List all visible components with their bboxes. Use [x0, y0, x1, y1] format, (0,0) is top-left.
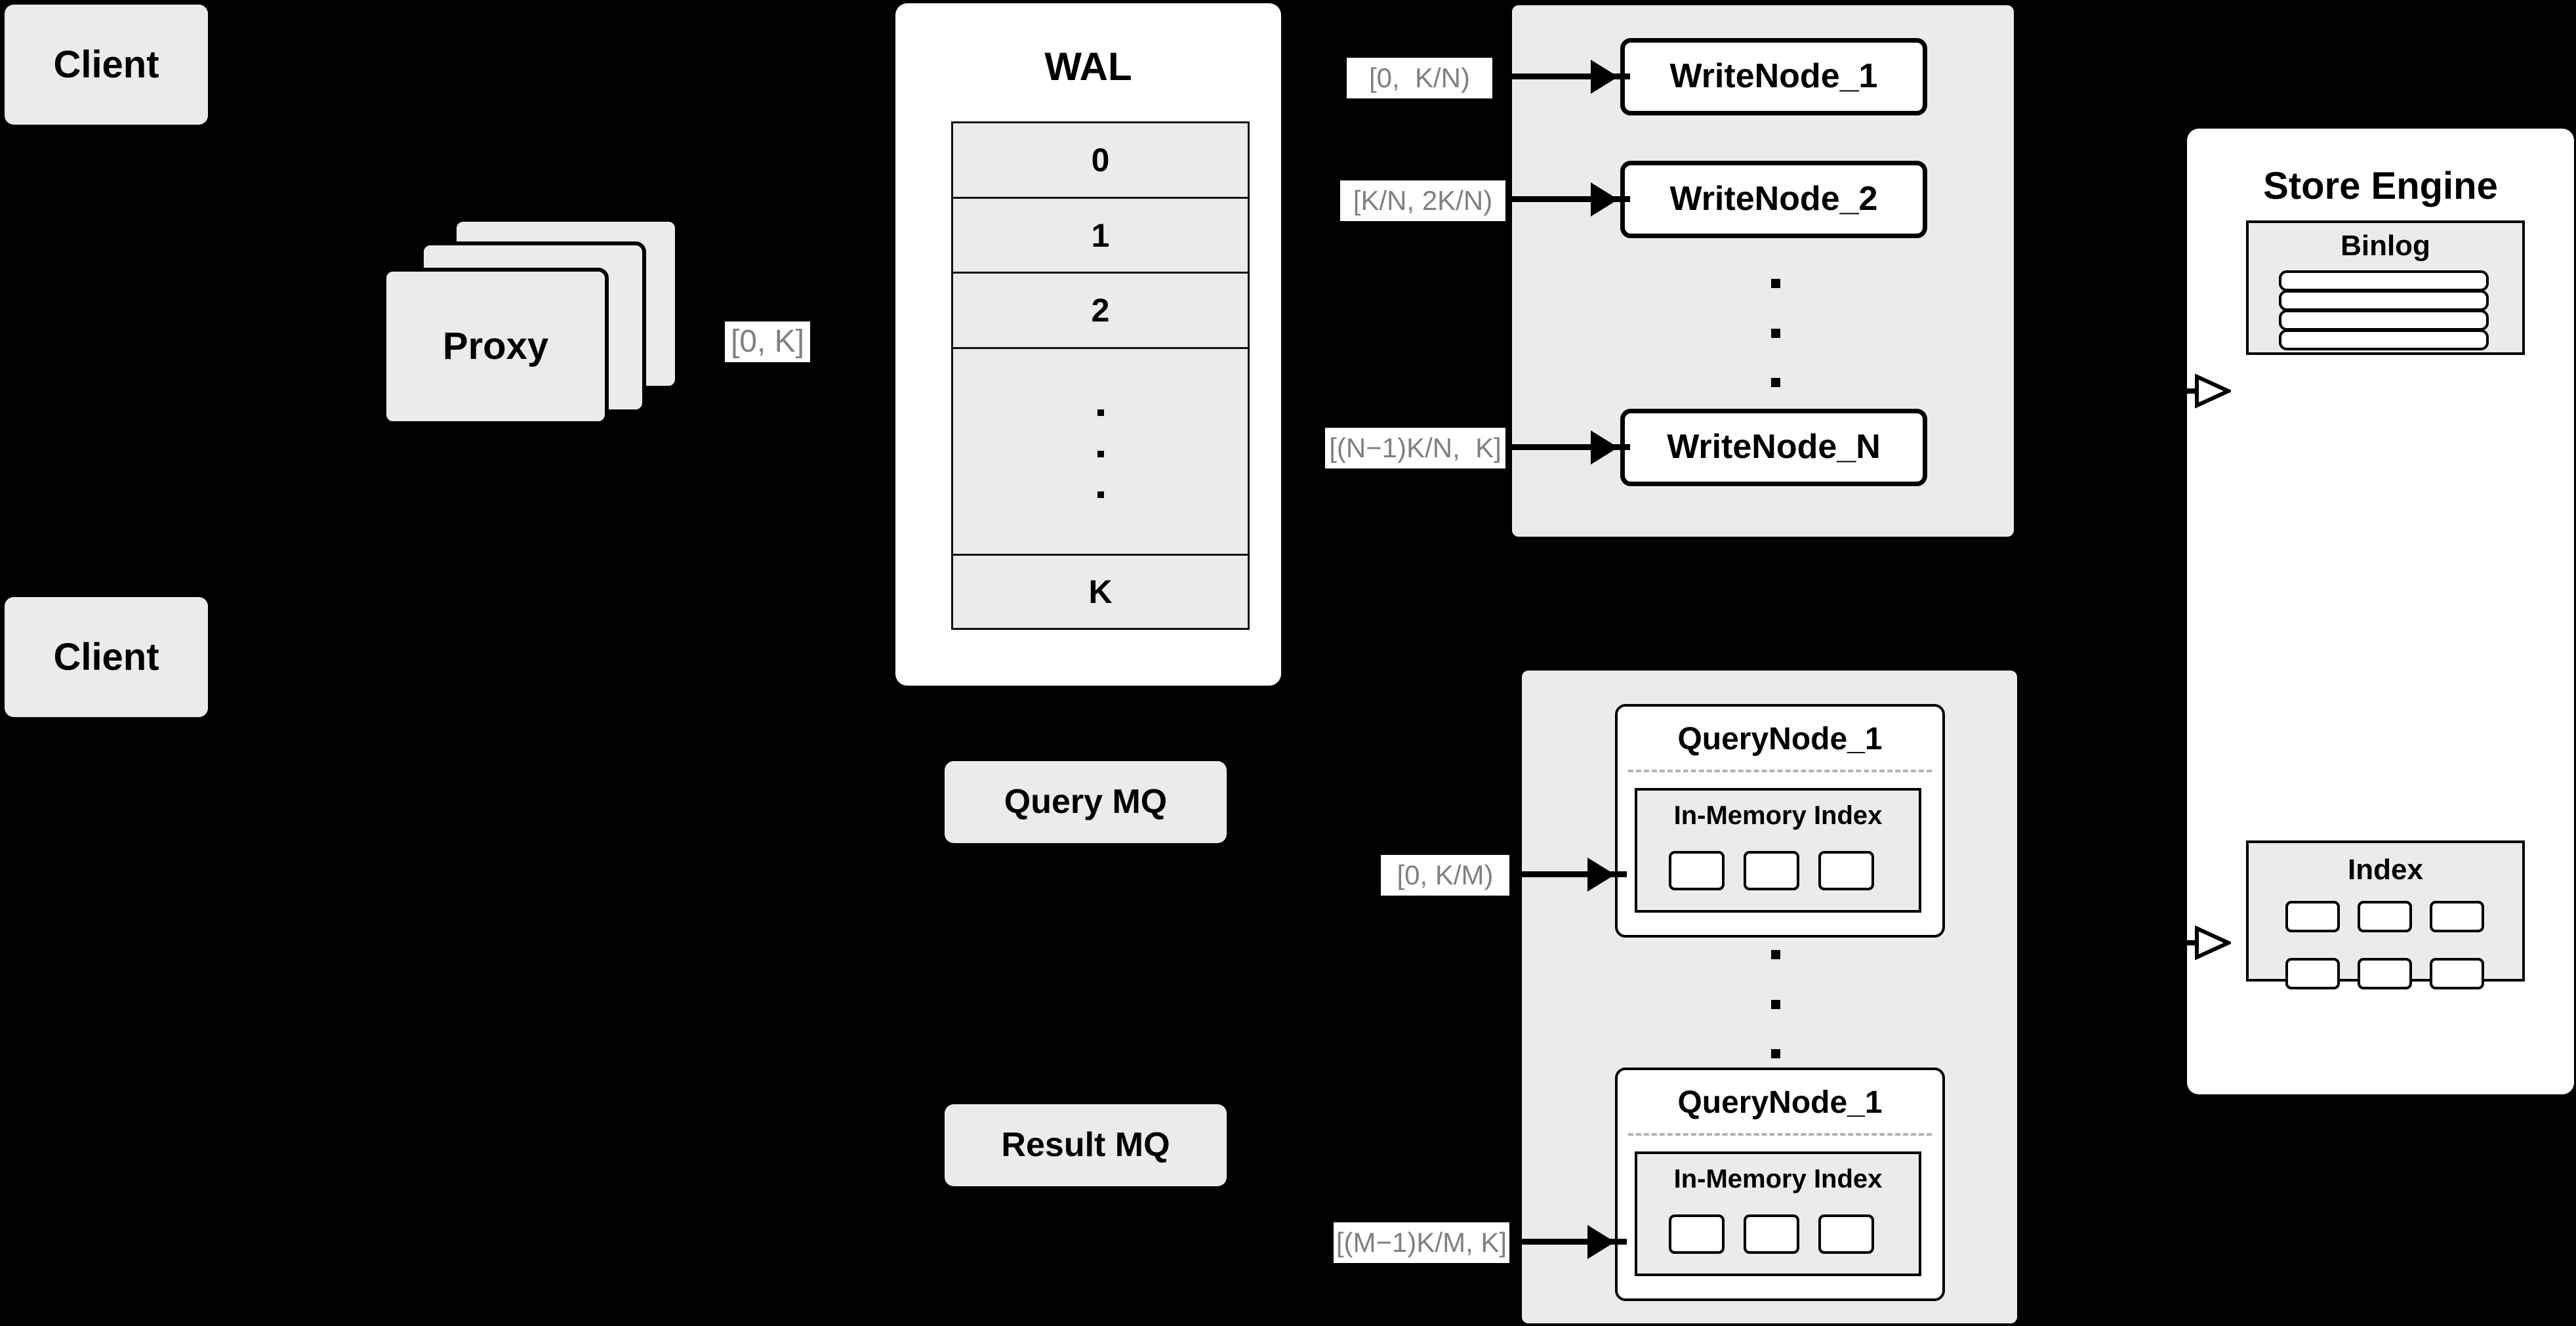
write-node-1-range-label: [0, K/N): [1347, 58, 1492, 98]
index-chip[interactable]: [1669, 851, 1725, 890]
binlog-row[interactable]: [2279, 329, 2489, 350]
query-node-1-arrow-head: [1587, 858, 1615, 892]
index-chip[interactable]: [1744, 1214, 1799, 1254]
binlog-row[interactable]: [2279, 270, 2489, 291]
write-node-2[interactable]: WriteNode_2: [1620, 161, 1927, 238]
wal-row[interactable]: 2: [953, 274, 1248, 350]
index-chip[interactable]: [2430, 958, 2484, 989]
index-chip[interactable]: [1669, 1214, 1725, 1254]
write-node-n-range-label: [(N−1)K/N, K]: [1325, 428, 1505, 468]
query-node-1[interactable]: QueryNode_1 In-Memory Index: [1615, 704, 1945, 938]
write-node-1-arrow-line: [1505, 73, 1630, 79]
query-node-1-range-label: [0, K/M): [1381, 855, 1509, 896]
in-memory-index-panel: In-Memory Index: [1635, 1151, 1921, 1276]
index-chip[interactable]: [1744, 851, 1799, 890]
query-cluster-ellipsis-icon: [1771, 950, 1780, 1058]
write-node-label: WriteNode_1: [1669, 57, 1878, 96]
write-node-2-arrow-head: [1591, 182, 1618, 217]
binlog-arrow-line: [2131, 388, 2208, 394]
index-chip[interactable]: [2285, 901, 2340, 932]
binlog-title: Binlog: [2341, 230, 2430, 262]
wal-row[interactable]: 0: [953, 123, 1248, 199]
wal-row[interactable]: 1: [953, 199, 1248, 274]
result-mq-box[interactable]: Result MQ: [945, 1104, 1227, 1186]
write-node-n-arrow-head: [1591, 430, 1618, 465]
index-arrow-line: [2131, 940, 2208, 945]
query-node-2-range-label: [(M−1)K/M, K]: [1334, 1222, 1509, 1263]
write-node-2-arrow-line: [1505, 196, 1630, 202]
wal-row[interactable]: K: [1088, 573, 1113, 611]
index-chip[interactable]: [1818, 851, 1874, 890]
write-cluster-ellipsis-icon: [1771, 279, 1780, 387]
vertical-ellipsis-icon: [1097, 409, 1104, 499]
query-node-2-arrow-line: [1515, 1239, 1627, 1245]
write-node-label: WriteNode_N: [1667, 428, 1881, 466]
index-arrow-head-icon: [2195, 925, 2231, 961]
binlog-panel: Binlog: [2246, 220, 2525, 355]
client-box-2[interactable]: Client: [5, 597, 208, 717]
wal-row-ellipsis: [953, 349, 1248, 556]
wal-table: 0 1 2 K: [951, 121, 1250, 630]
query-node-2-arrow-head: [1587, 1225, 1615, 1259]
write-node-1-arrow-head: [1591, 60, 1618, 94]
result-mq-label: Result MQ: [1001, 1125, 1170, 1164]
query-node-divider: [1628, 770, 1932, 772]
query-node-1-arrow-line: [1515, 871, 1627, 877]
store-engine-title: Store Engine: [2263, 165, 2498, 207]
query-node-divider: [1628, 1133, 1932, 1136]
write-node-n-arrow-line: [1505, 444, 1630, 450]
query-mq-label: Query MQ: [1004, 782, 1168, 821]
client-label: Client: [53, 635, 159, 678]
query-node-label: QueryNode_1: [1677, 1085, 1883, 1120]
client-box-1[interactable]: Client: [5, 5, 208, 125]
in-memory-index-title: In-Memory Index: [1673, 1165, 1883, 1193]
index-chip[interactable]: [2430, 901, 2484, 932]
index-chip[interactable]: [2285, 958, 2340, 989]
binlog-row[interactable]: [2279, 310, 2489, 331]
in-memory-index-panel: In-Memory Index: [1635, 788, 1921, 913]
index-title: Index: [2348, 854, 2423, 886]
proxy-range-label: [0, K]: [725, 321, 810, 362]
store-engine-panel: Store Engine Binlog Index: [2187, 129, 2574, 1094]
binlog-row[interactable]: [2279, 290, 2489, 311]
proxy-box[interactable]: Proxy: [382, 268, 609, 425]
proxy-label: Proxy: [442, 325, 549, 368]
write-node-1[interactable]: WriteNode_1: [1620, 38, 1927, 115]
index-panel: Index: [2246, 840, 2525, 989]
query-node-2[interactable]: QueryNode_1 In-Memory Index: [1615, 1067, 1945, 1301]
in-memory-index-title: In-Memory Index: [1673, 801, 1883, 830]
query-mq-box[interactable]: Query MQ: [945, 761, 1227, 843]
query-node-label: QueryNode_1: [1677, 722, 1883, 756]
write-node-n[interactable]: WriteNode_N: [1620, 409, 1927, 486]
write-node-2-range-label: [K/N, 2K/N): [1340, 180, 1505, 221]
index-chip[interactable]: [1818, 1214, 1874, 1254]
index-chip[interactable]: [2358, 958, 2412, 989]
client-label: Client: [53, 43, 159, 86]
write-node-label: WriteNode_2: [1669, 180, 1878, 218]
wal-panel: WAL 0 1 2 K: [895, 3, 1281, 686]
index-chip[interactable]: [2358, 901, 2412, 932]
binlog-arrow-head-icon: [2195, 373, 2231, 409]
wal-title: WAL: [1044, 45, 1132, 89]
